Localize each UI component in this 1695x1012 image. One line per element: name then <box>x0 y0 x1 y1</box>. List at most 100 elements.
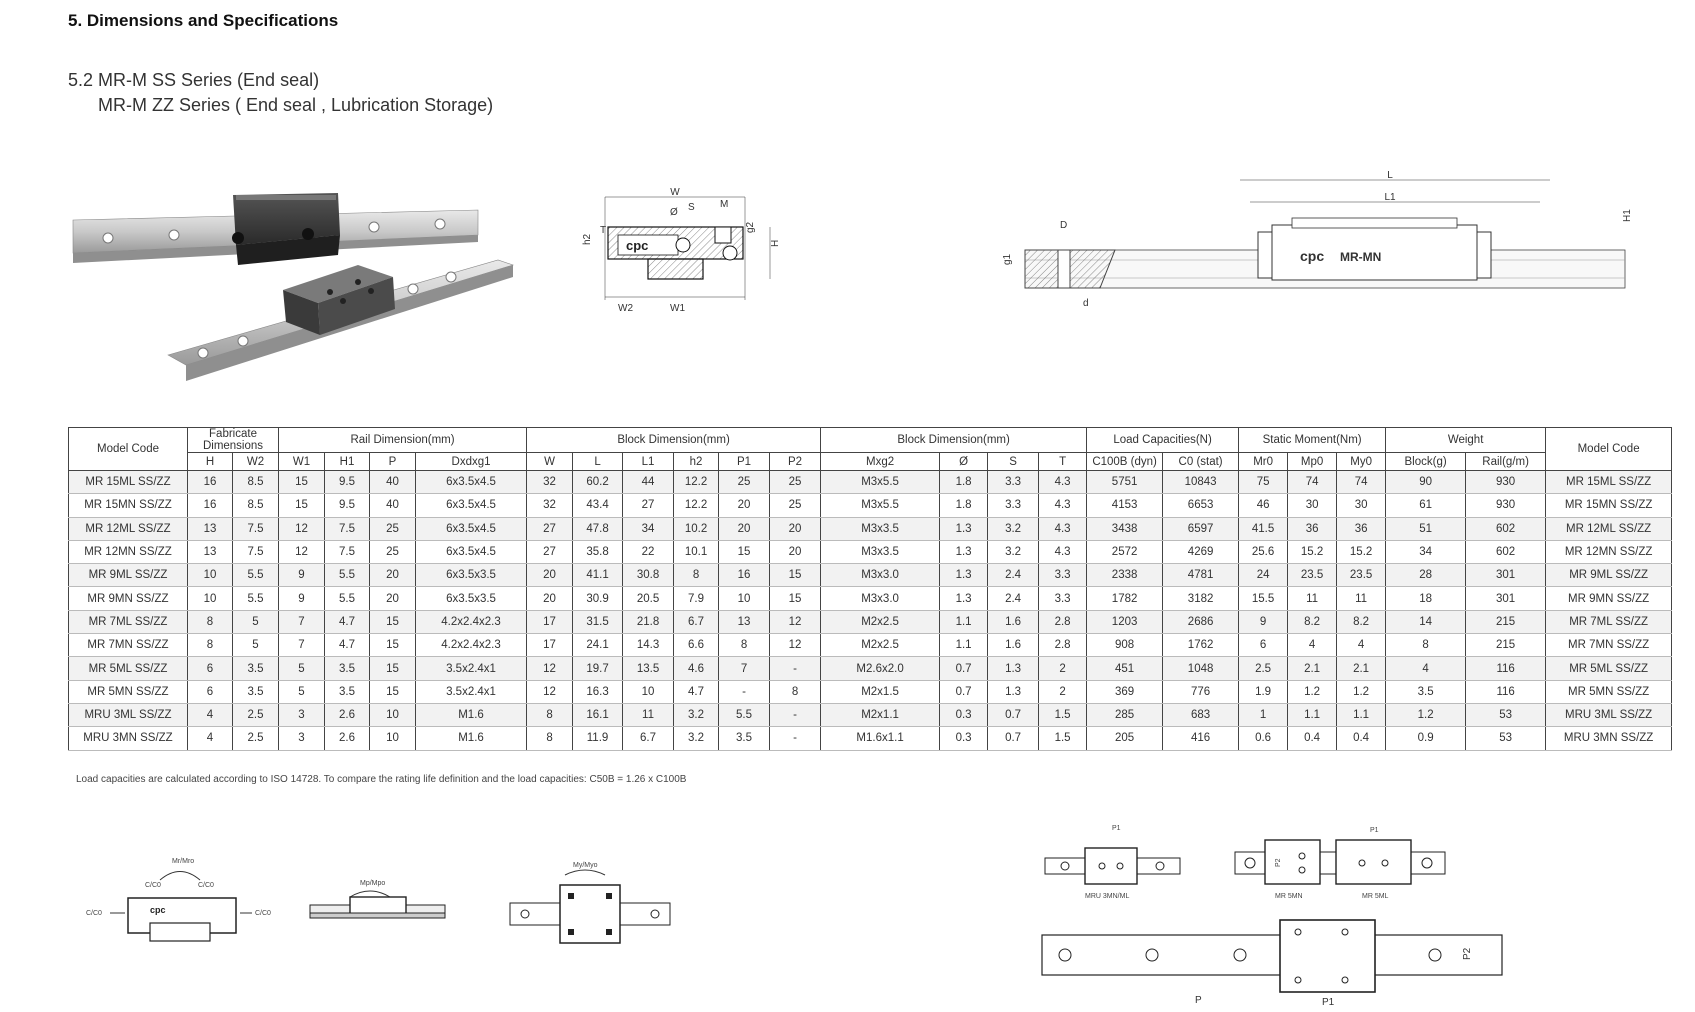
table-cell: 301 <box>1465 586 1547 611</box>
caption-mr-5mn: MR 5MN <box>1275 893 1303 900</box>
table-cell: MR 5MN SS/ZZ <box>1545 679 1673 704</box>
table-cell: MRU 3MN SS/ZZ <box>68 726 188 751</box>
svg-text:S: S <box>688 202 695 213</box>
table-cell: 215 <box>1465 633 1547 658</box>
table-cell: 10 <box>187 586 233 611</box>
table-cell: 0.9 <box>1385 726 1467 751</box>
table-cell: 15 <box>369 609 416 635</box>
side-view-logo: cpc <box>1300 248 1324 264</box>
table-cell: 2.6 <box>324 726 370 751</box>
table-cell: 3.5x2.4x1 <box>414 679 528 704</box>
table-cell: 10 <box>718 586 771 611</box>
table-cell: 25 <box>769 469 822 495</box>
svg-text:H: H <box>770 240 781 247</box>
top-view-drawings: P1 MRU 3MN/ML P2 P1 MR 5MN MR 5ML P P1 P… <box>1041 825 1503 1008</box>
header-model-code-right: Model Code <box>1545 427 1673 471</box>
table-cell: M2x1.5 <box>820 679 941 704</box>
table-cell: 6 <box>187 656 233 681</box>
table-cell: 1.3 <box>939 563 989 588</box>
table-cell: 5.5 <box>232 563 279 588</box>
table-cell: MR 7ML SS/ZZ <box>1545 609 1673 635</box>
table-cell: 4.3 <box>1038 493 1088 518</box>
table-cell: 3182 <box>1162 586 1240 611</box>
table-cell: 1.1 <box>1287 702 1338 728</box>
table-cell: - <box>769 656 822 681</box>
table-cell: 4.2x2.4x2.3 <box>414 609 528 635</box>
table-cell: 20 <box>526 586 574 611</box>
table-cell: 12 <box>769 633 822 658</box>
table-cell: 16.3 <box>572 679 624 704</box>
table-cell: 8 <box>187 633 233 658</box>
table-cell: 4 <box>1287 633 1338 658</box>
table-cell: M3x5.5 <box>820 469 941 495</box>
table-cell: 13 <box>187 539 233 565</box>
svg-text:C/C0: C/C0 <box>255 910 271 917</box>
svg-text:P1: P1 <box>1322 997 1335 1008</box>
table-cell: 2.5 <box>232 726 279 751</box>
table-cell: 9 <box>278 563 325 588</box>
table-cell: 20.5 <box>622 586 675 611</box>
table-cell: 25 <box>369 539 416 565</box>
table-cell: MR 12MN SS/ZZ <box>68 539 188 565</box>
table-cell: 16 <box>187 469 233 495</box>
table-cell: 930 <box>1465 469 1547 495</box>
table-cell: 4 <box>187 702 233 728</box>
table-cell: 215 <box>1465 609 1547 635</box>
table-cell: 301 <box>1465 563 1547 588</box>
header-block-dimension-2: Block Dimension(mm) <box>820 427 1088 453</box>
table-cell: 2.5 <box>232 702 279 728</box>
table-cell: 6 <box>1238 633 1289 658</box>
table-cell: 15 <box>278 493 325 518</box>
table-cell: 416 <box>1162 726 1240 751</box>
svg-text:C/C0: C/C0 <box>86 910 102 917</box>
table-cell: 1.6 <box>987 609 1040 635</box>
table-cell: MR 15MN SS/ZZ <box>68 493 188 518</box>
table-cell: 90 <box>1385 469 1467 495</box>
table-cell: 7.5 <box>324 539 370 565</box>
side-view-drawing: L L1 Dd g1 cpc MR-MN H1 <box>1002 170 1633 309</box>
table-cell: 5.5 <box>718 702 771 728</box>
table-cell: MR 15MN SS/ZZ <box>1545 493 1673 518</box>
table-cell: 21.8 <box>622 609 675 635</box>
table-cell: 5.5 <box>324 563 370 588</box>
table-cell: 7 <box>278 609 325 635</box>
table-cell: 11 <box>1336 586 1387 611</box>
table-cell: - <box>769 702 822 728</box>
table-cell: 0.7 <box>987 702 1040 728</box>
svg-text:C/C0: C/C0 <box>145 882 161 889</box>
header-rail-dimension: Rail Dimension(mm) <box>277 427 528 453</box>
load-capacity-footnote: Load capacities are calculated according… <box>76 774 687 785</box>
table-cell: 1048 <box>1162 656 1240 681</box>
table-cell: 2.8 <box>1038 609 1088 635</box>
table-cell: 13 <box>718 609 771 635</box>
section-title: 5. Dimensions and Specifications <box>68 11 339 30</box>
subheader-cell: P <box>369 452 416 471</box>
table-cell: 1.1 <box>1336 702 1387 728</box>
table-cell: 36 <box>1287 516 1338 541</box>
table-cell: MR 5ML SS/ZZ <box>68 656 188 681</box>
cross-section-logo: cpc <box>626 238 648 253</box>
table-cell: MR 5ML SS/ZZ <box>1545 656 1673 681</box>
table-cell: 12 <box>278 539 325 565</box>
table-cell: 3.5 <box>1385 679 1467 704</box>
subheader-cell: S <box>987 452 1040 471</box>
subheader-cell: H1 <box>324 452 370 471</box>
table-cell: 4 <box>1385 656 1467 681</box>
table-cell: 11 <box>1287 586 1338 611</box>
table-cell: 1.8 <box>939 493 989 518</box>
table-cell: 6597 <box>1162 516 1240 541</box>
table-cell: 14 <box>1385 609 1467 635</box>
table-cell: 2.4 <box>987 586 1040 611</box>
table-cell: 908 <box>1086 633 1164 658</box>
table-cell: MR 15ML SS/ZZ <box>1545 469 1673 495</box>
table-cell: 15 <box>278 469 325 495</box>
table-cell: 40 <box>369 469 416 495</box>
table-cell: 1.6 <box>987 633 1040 658</box>
table-cell: 3.3 <box>987 469 1040 495</box>
moment-label-mr: Mr/Mro <box>172 858 194 865</box>
table-cell: 116 <box>1465 656 1547 681</box>
